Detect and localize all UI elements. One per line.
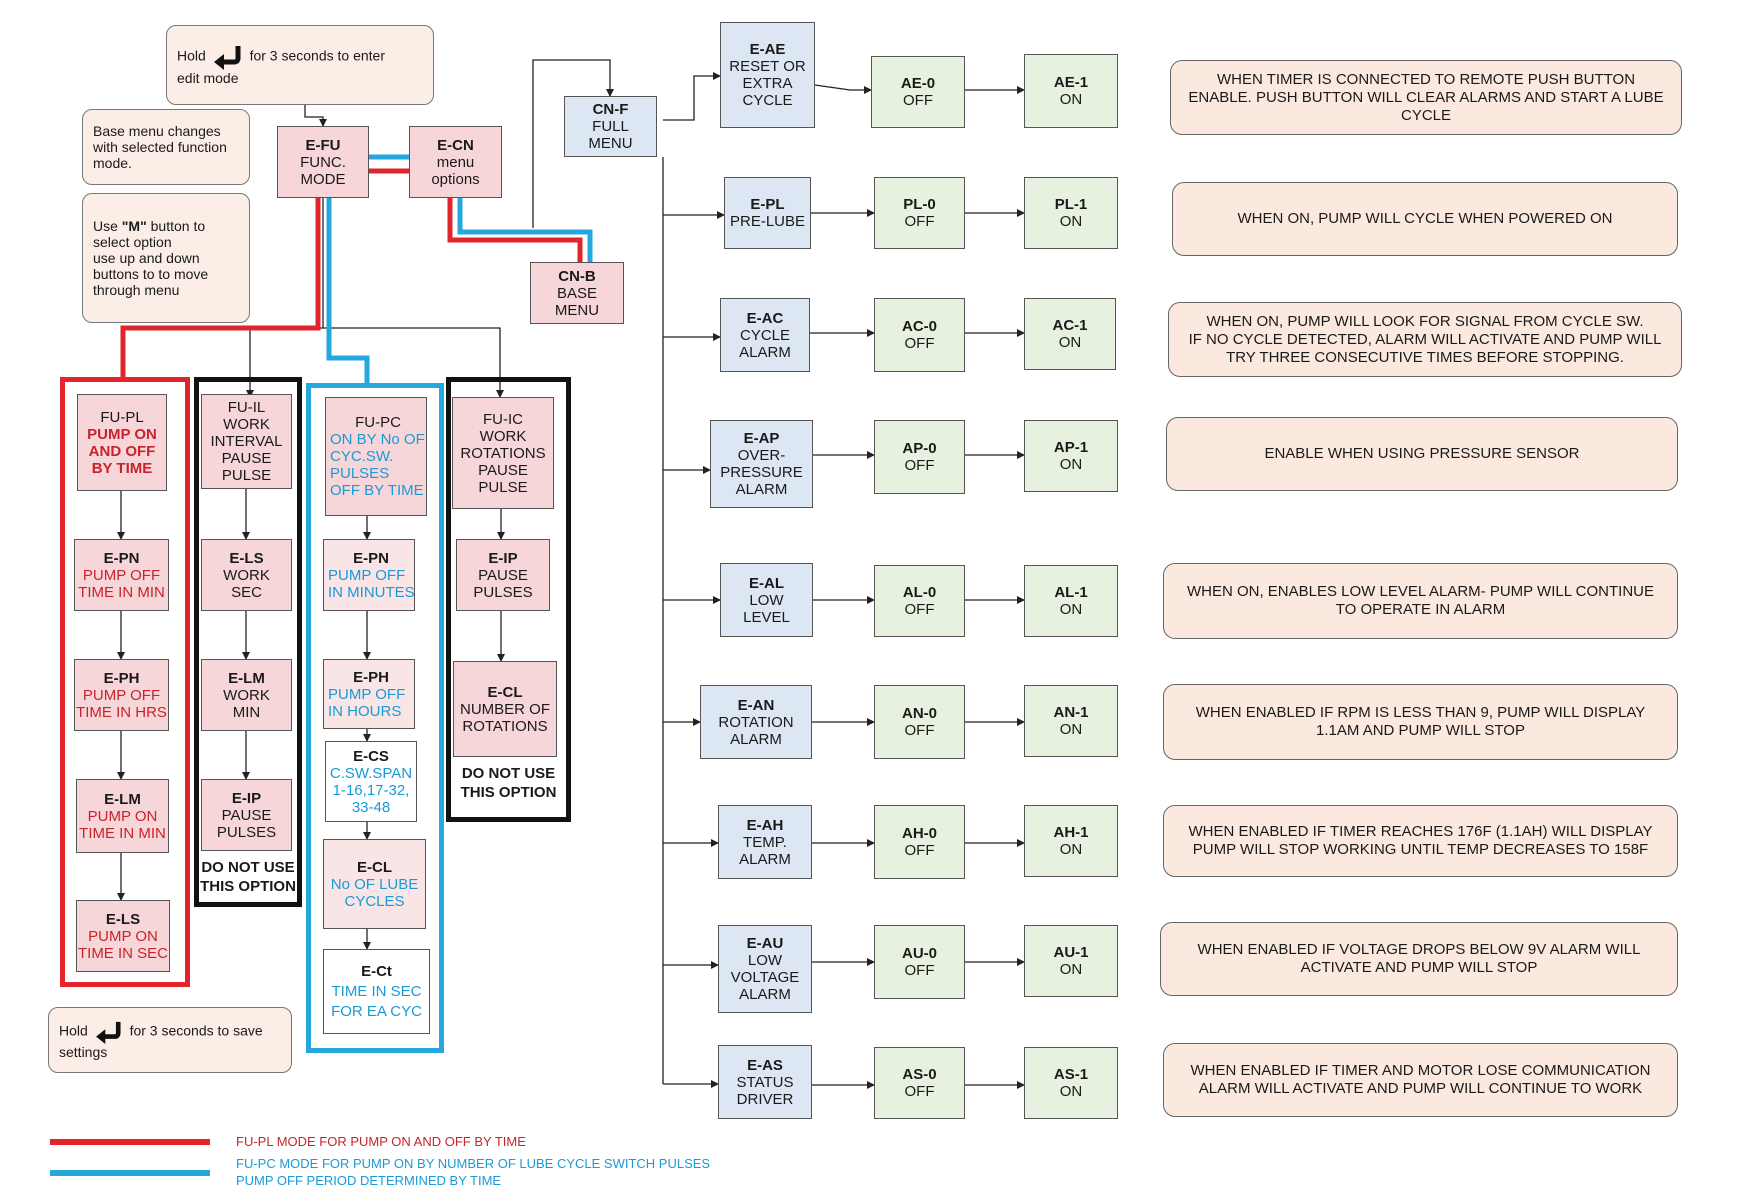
fupl-els-box: E-LS PUMP ON TIME IN SEC	[76, 900, 170, 972]
ecn-cnf-line	[532, 59, 614, 228]
fupl-head-box: FU-PL PUMP ON AND OFF BY TIME	[77, 394, 167, 491]
cnb-base-menu-box: CN-B BASE MENU	[530, 262, 624, 324]
fupl-mode-frame	[60, 377, 190, 987]
fuic-ecl-box: E-CL NUMBER OF ROTATIONS	[453, 661, 557, 757]
desc-box-ap: ENABLE WHEN USING PRESSURE SENSOR	[1166, 417, 1678, 491]
on-box-ac: AC-1 ON	[1024, 298, 1116, 370]
fupc-ect-box: E-Ct TIME IN SEC FOR EA CYC	[323, 949, 430, 1034]
menu-box-pl: E-PL PRE-LUBE	[724, 177, 811, 249]
desc-box-as: WHEN ENABLED IF TIMER AND MOTOR LOSE COM…	[1163, 1043, 1678, 1117]
off-box-as: AS-0 OFF	[874, 1047, 965, 1119]
menu-box-au: E-AU LOW VOLTAGE ALARM	[718, 925, 812, 1013]
fupl-eph-box: E-PH PUMP OFF TIME IN HRS	[74, 659, 169, 731]
legend-blue-text: FU-PC MODE FOR PUMP ON BY NUMBER OF LUBE…	[236, 1156, 711, 1188]
fuil-eip-box: E-IP PAUSE PULSES	[201, 779, 292, 851]
on-box-an: AN-1 ON	[1024, 685, 1118, 757]
menu-box-an: E-AN ROTATION ALARM	[700, 685, 812, 759]
edit-to-efu-line	[304, 105, 327, 127]
off-box-au: AU-0 OFF	[874, 925, 965, 999]
fuil-mode-frame	[194, 377, 302, 907]
menu-box-ah: E-AH TEMP. ALARM	[718, 805, 812, 879]
base-menu-note: Base menu changes with selected function…	[82, 109, 250, 185]
on-box-as: AS-1 ON	[1024, 1047, 1118, 1119]
efu-black-trunk	[246, 198, 324, 398]
desc-box-al: WHEN ON, ENABLES LOW LEVEL ALARM- PUMP W…	[1163, 563, 1678, 639]
ecn-cnb-blue-line	[457, 198, 593, 262]
fuil-head-box: FU-IL WORK INTERVAL PAUSE PULSE	[201, 394, 292, 489]
fupc-mode-frame	[306, 383, 444, 1053]
menu-box-ac: E-AC CYCLE ALARM	[720, 298, 810, 372]
m-button-note: Use "M" button to select option use up a…	[82, 193, 250, 323]
off-box-ac: AC-0 OFF	[874, 298, 965, 372]
legend-red-text: FU-PL MODE FOR PUMP ON AND OFF BY TIME	[236, 1134, 526, 1149]
desc-box-ah: WHEN ENABLED IF TIMER REACHES 176F (1.1A…	[1163, 805, 1678, 877]
off-box-ap: AP-0 OFF	[874, 420, 965, 494]
off-box-al: AL-0 OFF	[874, 565, 965, 637]
fupc-ecs-box: E-CS C.SW.SPAN 1-16,17-32, 33-48	[325, 741, 417, 822]
off-box-pl: PL-0 OFF	[874, 177, 965, 249]
menu-box-as: E-AS STATUS DRIVER	[718, 1045, 812, 1119]
on-box-ap: AP-1 ON	[1024, 420, 1118, 492]
return-arrow-icon	[213, 46, 241, 70]
on-box-ah: AH-1 ON	[1024, 805, 1118, 877]
desc-box-ae: WHEN TIMER IS CONNECTED TO REMOTE PUSH B…	[1170, 60, 1682, 135]
fuil-els-box: E-LS WORK SEC	[201, 539, 292, 611]
save-settings-note: Hold for 3 seconds to save settings	[48, 1007, 292, 1073]
fupl-elm-box: E-LM PUMP ON TIME IN MIN	[76, 779, 169, 853]
efu-func-mode-box: E-FU FUNC. MODE	[277, 126, 369, 198]
menu-box-al: E-AL LOW LEVEL	[720, 563, 813, 637]
fuic-eip-box: E-IP PAUSE PULSES	[456, 539, 550, 611]
fuic-head-box: FU-IC WORK ROTATIONS PAUSE PULSE	[452, 397, 554, 509]
fuil-warning: DO NOT USE THIS OPTION	[200, 859, 296, 895]
fupc-eph-box: E-PH PUMP OFF IN HOURS	[323, 659, 415, 729]
menu-box-ae: E-AE RESET OR EXTRA CYCLE	[720, 22, 815, 128]
efu-black-right	[323, 327, 504, 398]
row-arrows	[810, 84, 1025, 1089]
fuil-elm-box: E-LM WORK MIN	[201, 659, 292, 731]
menu-box-ap: E-AP OVER- PRESSURE ALARM	[710, 420, 813, 508]
ecn-menu-options-box: E-CN menu options	[409, 126, 502, 198]
off-box-ae: AE-0 OFF	[871, 56, 965, 128]
fupc-epn-box: E-PN PUMP OFF IN MINUTES	[323, 539, 415, 611]
desc-box-pl: WHEN ON, PUMP WILL CYCLE WHEN POWERED ON	[1172, 182, 1678, 256]
efu-red-route	[120, 198, 321, 377]
on-box-al: AL-1 ON	[1024, 565, 1118, 637]
enter-edit-note: Hold for 3 seconds to enter edit mode	[166, 25, 434, 105]
fuic-warning: DO NOT USE THIS OPTION	[460, 765, 557, 801]
desc-box-ac: WHEN ON, PUMP WILL LOOK FOR SIGNAL FROM …	[1168, 302, 1682, 377]
cnf-full-menu-box: CN-F FULL MENU	[564, 96, 657, 157]
ecn-cnb-red-line	[447, 198, 583, 262]
off-box-ah: AH-0 OFF	[874, 805, 965, 879]
off-box-an: AN-0 OFF	[874, 685, 965, 759]
fuic-mode-frame	[446, 377, 571, 822]
on-box-ae: AE-1 ON	[1024, 54, 1118, 128]
desc-box-au: WHEN ENABLED IF VOLTAGE DROPS BELOW 9V A…	[1160, 922, 1678, 996]
on-box-pl: PL-1 ON	[1024, 177, 1118, 249]
fupc-head-box: FU-PC ON BY No OF CYC.SW. PULSES OFF BY …	[325, 397, 427, 516]
fupc-ecl-box: E-CL No OF LUBE CYCLES	[323, 839, 426, 929]
desc-box-an: WHEN ENABLED IF RPM IS LESS THAN 9, PUMP…	[1163, 684, 1678, 760]
fupl-epn-box: E-PN PUMP OFF TIME IN MIN	[74, 539, 169, 611]
on-box-au: AU-1 ON	[1024, 925, 1118, 997]
efu-blue-route	[326, 198, 370, 383]
return-arrow-icon	[95, 1021, 121, 1044]
